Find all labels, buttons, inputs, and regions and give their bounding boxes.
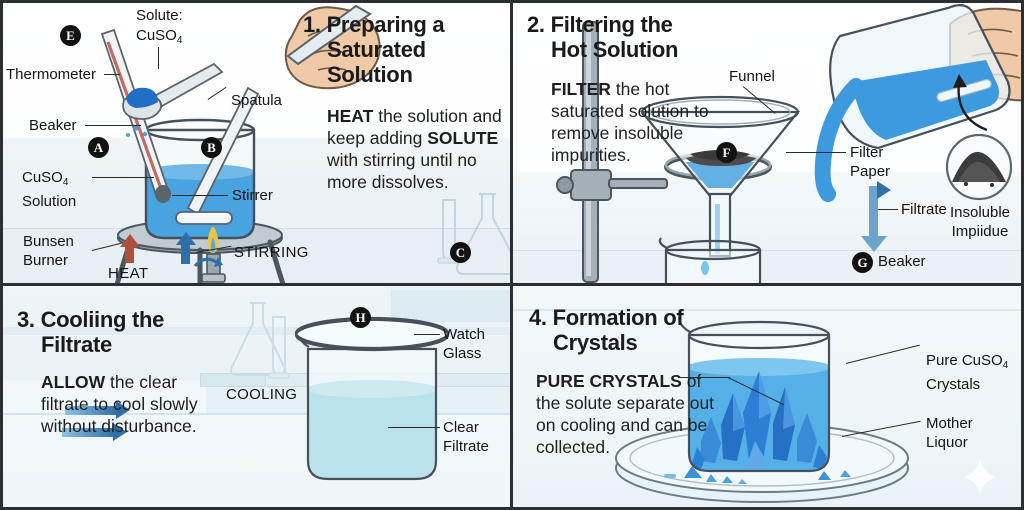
label-solute-sub: 4	[176, 34, 183, 46]
leader-filter-paper	[786, 152, 846, 154]
receiving-beaker	[658, 237, 762, 285]
leader-thermometer	[104, 74, 120, 76]
label-cuso4-sub: 4	[62, 176, 69, 188]
label-heat: HEAT	[108, 265, 149, 282]
hand-holding-spatula	[284, 4, 381, 90]
panel2-body: FILTER the hot saturated solution to rem…	[551, 78, 731, 166]
panel1-title-line3: Solution	[327, 62, 413, 87]
label-beaker-2: Beaker	[878, 253, 926, 270]
leader-filtrate	[878, 209, 898, 211]
panel2-title-line2: Hot Solution	[551, 37, 679, 62]
spatula-with-solute	[122, 62, 224, 137]
panel4-body: PURE CRYSTALS of the solute separate out…	[536, 370, 728, 458]
filtrate-arrow	[869, 181, 891, 238]
badge-a: A	[88, 137, 109, 158]
filtrate-arrowhead	[861, 236, 887, 252]
leader-pure-crystals-text	[678, 377, 730, 379]
stirring-rod	[175, 86, 260, 225]
cooling-arrow-1	[65, 401, 130, 419]
sparkle-icon	[964, 459, 996, 495]
label-thermometer: Thermometer	[6, 66, 97, 83]
panel3-title-line1: Cooliing the	[40, 307, 165, 332]
panel3-number: 3.	[17, 307, 35, 332]
stirring-arrow	[175, 232, 196, 264]
label-cooling: COOLING	[226, 386, 298, 403]
panel3-body: ALLOW the clear filtrate to cool slowly …	[41, 371, 219, 437]
badge-b: B	[201, 137, 222, 158]
panel1-body-bold1: HEAT	[327, 106, 374, 126]
bench-shadow-line-4	[512, 309, 1024, 311]
label-pure-crystals-sub: 4	[1002, 359, 1009, 371]
label-solute: Solute:CuSO4	[136, 7, 183, 46]
heat-arrow	[119, 234, 140, 263]
leader-cuso4-solution	[92, 177, 154, 179]
background-test-tube-3	[268, 316, 290, 379]
label-beaker: Beaker	[29, 117, 77, 134]
panel-preparing-saturated-solution: 1. Preparing a Saturated Solution HEAT t…	[0, 0, 512, 285]
panel-divider-vertical	[510, 0, 513, 510]
panel1-body-post: with stirring until no more dissolves.	[327, 150, 477, 192]
cooling-beaker	[294, 316, 450, 481]
background-wall-band	[0, 327, 512, 335]
bench-shadow-line-3	[0, 413, 512, 415]
panel3-body-bold1: ALLOW	[41, 372, 106, 392]
panel-formation-of-crystals: 4. Formation of Crystals PURE CRYSTALS o…	[512, 285, 1024, 510]
panel4-heading: 4. Formation of Crystals	[529, 305, 749, 355]
label-filtrate: Filtrate	[901, 201, 947, 218]
leader-clear-filtrate	[388, 427, 440, 429]
panel1-body-mid1: the solution and keep adding	[327, 106, 502, 148]
stirring-swirl-icon	[193, 257, 223, 268]
badge-f: F	[716, 142, 737, 163]
residue-curved-arrow	[953, 74, 988, 132]
panel4-body-bold1: PURE CRYSTALS	[536, 371, 682, 391]
panel3-title-line2: Filtrate	[41, 332, 112, 357]
badge-h: H	[350, 307, 371, 328]
badge-e: E	[60, 25, 81, 46]
panel2-body-bold1: FILTER	[551, 79, 611, 99]
panel1-title-line2: Saturated	[327, 37, 426, 62]
label-funnel: Funnel	[729, 68, 775, 85]
panel2-heading: 2. Filtering the Hot Solution	[527, 12, 757, 62]
panel1-body-bold2: SOLUTE	[427, 128, 499, 148]
panel-divider-horizontal	[0, 283, 1024, 286]
leader-stirrer	[172, 195, 228, 197]
panel-filtering-hot-solution: 2. Filtering the Hot Solution FILTER the…	[512, 0, 1024, 285]
badge-c: C	[450, 242, 471, 263]
panel1-body: HEAT the solution and keep adding SOLUTE…	[327, 105, 507, 193]
leader-beaker	[85, 125, 141, 127]
label-stirring: STIRRING	[234, 244, 309, 261]
background-window	[388, 287, 512, 325]
panel-cooling-filtrate: 3. Cooliing the Filtrate ALLOW the clear…	[0, 285, 512, 510]
panel4-title-line1: Formation of	[552, 305, 684, 330]
badge-g: G	[852, 252, 873, 273]
leader-watch-glass	[414, 334, 440, 336]
panel4-number: 4.	[529, 305, 547, 330]
panel2-number: 2.	[527, 12, 545, 37]
panel2-body-post: the hot saturated solution to remove ins…	[551, 79, 709, 165]
panel2-title-line1: Filtering the	[550, 12, 673, 37]
insoluble-residue-icon	[945, 133, 1013, 201]
panel1-title-line1: Preparing a	[326, 12, 445, 37]
cooling-arrow-2	[62, 423, 127, 441]
panel3-body-post: the clear filtrate to cool slowly withou…	[41, 372, 198, 436]
panel4-body-post: of the solute separate out on cooling an…	[536, 371, 715, 457]
panel1-number: 1.	[303, 12, 321, 37]
label-spatula: Spatula	[231, 92, 282, 109]
retort-stand	[556, 21, 668, 283]
panel3-heading: 3. Cooliing the Filtrate	[17, 307, 227, 357]
panel4-title-line2: Crystals	[553, 330, 638, 355]
leader-solute	[158, 47, 160, 69]
panel1-heading: 1. Preparing a Saturated Solution	[303, 12, 503, 87]
label-stirrer: Stirrer	[232, 187, 273, 204]
